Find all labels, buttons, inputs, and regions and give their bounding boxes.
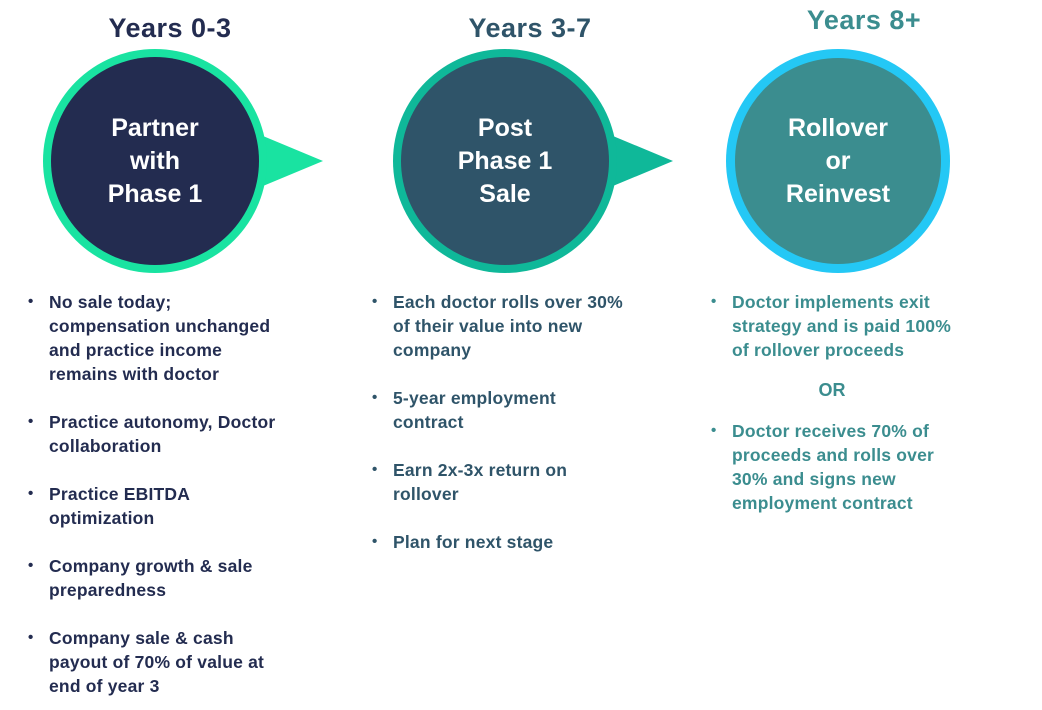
bullet-marker-icon: • bbox=[28, 485, 34, 502]
bullet-marker-icon: • bbox=[372, 389, 378, 406]
bullet-list: • No sale today; compensation unchanged … bbox=[0, 290, 347, 698]
bullet-marker-icon: • bbox=[28, 413, 34, 430]
bullet-list: • Each doctor rolls over 30% of their va… bbox=[347, 290, 694, 554]
phase-title: Years 0-3 bbox=[108, 13, 232, 43]
bullet-text: Doctor implements exit strategy and is p… bbox=[732, 292, 951, 360]
phase-column-years-0-3: Years 0-3 Partner with Phase 1 • No sale… bbox=[0, 0, 347, 710]
bullet-marker-icon: • bbox=[28, 629, 34, 646]
phase-node: Post Phase 1 Sale bbox=[347, 46, 694, 276]
bullet-marker-icon: • bbox=[372, 533, 378, 550]
circle-arrow-icon bbox=[393, 49, 673, 273]
bullet-item: • Company sale & cash payout of 70% of v… bbox=[28, 626, 341, 698]
bullet-text: Each doctor rolls over 30% of their valu… bbox=[393, 292, 623, 360]
bullet-item: • Plan for next stage bbox=[372, 530, 690, 554]
bullet-text: Company growth & sale preparedness bbox=[49, 556, 253, 600]
phase-node-label: Rollover or Reinvest bbox=[785, 113, 891, 208]
phase-node-label: Post Phase 1 Sale bbox=[457, 113, 553, 208]
bullet-item: • Doctor receives 70% of proceeds and ro… bbox=[711, 419, 1038, 515]
bullet-item: • Doctor implements exit strategy and is… bbox=[711, 290, 1038, 362]
phase-node: Rollover or Reinvest bbox=[694, 46, 1042, 276]
phase-node: Partner with Phase 1 bbox=[0, 46, 347, 276]
bullet-marker-icon: • bbox=[711, 422, 717, 439]
bullet-item: • Each doctor rolls over 30% of their va… bbox=[372, 290, 690, 362]
bullet-text: Doctor receives 70% of proceeds and roll… bbox=[732, 421, 935, 513]
bullet-text: 5-year employment contract bbox=[393, 388, 556, 432]
bullet-item: • Company growth & sale preparedness bbox=[28, 554, 341, 602]
phase-node-label: Partner with Phase 1 bbox=[107, 113, 203, 208]
bullet-marker-icon: • bbox=[28, 557, 34, 574]
bullet-item: • Practice EBITDA optimization bbox=[28, 482, 341, 530]
phase-column-years-3-7: Years 3-7 Post Phase 1 Sale • Each docto… bbox=[347, 0, 694, 710]
bullet-item: • Earn 2x-3x return on rollover bbox=[372, 458, 690, 506]
circle-icon bbox=[726, 49, 950, 273]
phase-title: Years 8+ bbox=[806, 5, 922, 35]
bullet-marker-icon: • bbox=[372, 293, 378, 310]
bullet-marker-icon: • bbox=[372, 461, 378, 478]
bullet-item: • 5-year employment contract bbox=[372, 386, 690, 434]
bullet-text: Earn 2x-3x return on rollover bbox=[393, 460, 568, 504]
bullet-marker-icon: • bbox=[711, 293, 717, 310]
bullet-text: Company sale & cash payout of 70% of val… bbox=[49, 628, 265, 696]
phase-column-years-8-plus: Years 8+ Rollover or Reinvest • Doctor i… bbox=[694, 0, 1042, 710]
or-separator: OR bbox=[818, 380, 846, 400]
circle-arrow-icon bbox=[43, 49, 323, 273]
bullet-marker-icon: • bbox=[28, 293, 34, 310]
bullet-list: • Doctor implements exit strategy and is… bbox=[694, 290, 1042, 515]
bullet-text: Plan for next stage bbox=[393, 532, 554, 552]
phase-title: Years 3-7 bbox=[468, 13, 592, 43]
bullet-item: • Practice autonomy, Doctor collaboratio… bbox=[28, 410, 341, 458]
bullet-text: Practice EBITDA optimization bbox=[49, 484, 191, 528]
bullet-item: • No sale today; compensation unchanged … bbox=[28, 290, 341, 386]
bullet-text: Practice autonomy, Doctor collaboration bbox=[49, 412, 276, 456]
bullet-text: No sale today; compensation unchanged an… bbox=[49, 292, 271, 384]
